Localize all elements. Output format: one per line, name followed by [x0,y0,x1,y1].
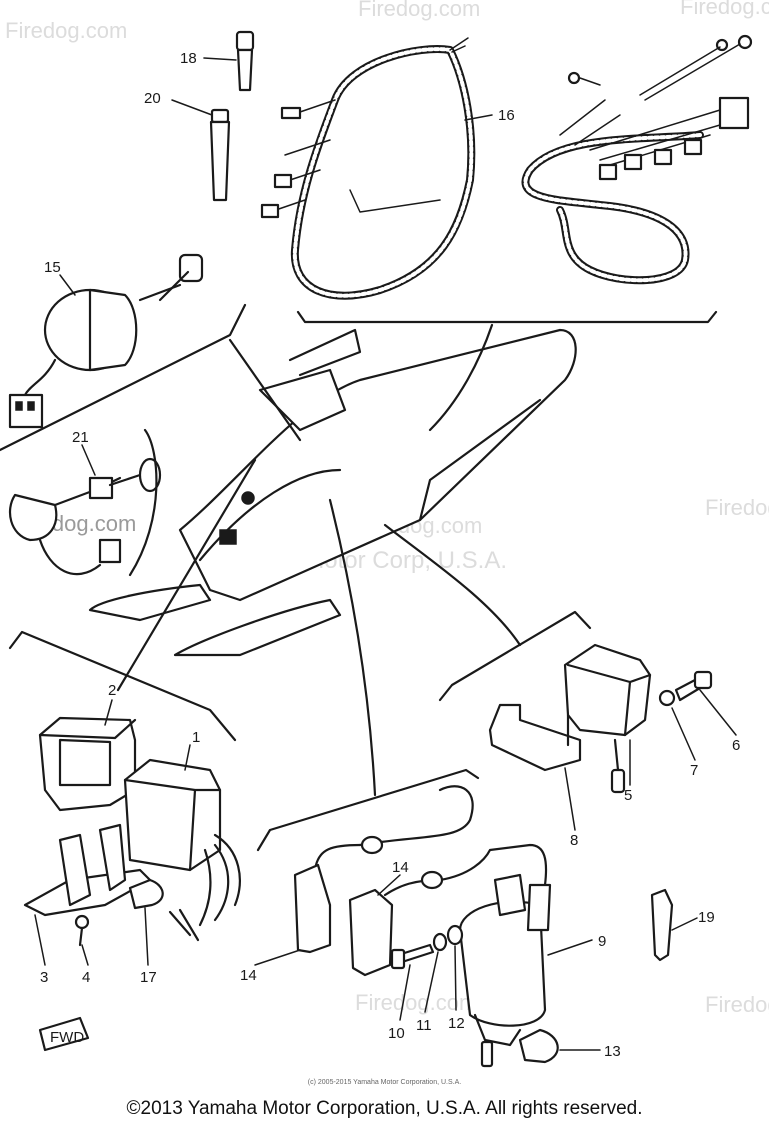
part-16-wire-harness [260,34,753,300]
group-line-switch [0,303,247,452]
callout-18: 18 [180,50,197,67]
snowmobile-body [88,328,577,657]
callout-8: 8 [570,832,578,849]
watermark-layer: Firedog.com Firedog.com Firedog.com Fire… [5,0,769,1017]
callout-7: 7 [690,762,698,779]
callout-numbers: 18 20 16 15 21 2 1 3 4 17 6 7 5 8 14 14 … [40,50,740,1060]
part-6-bolt [674,670,713,702]
part-19-strap [650,888,674,962]
callout-5: 5 [624,787,632,804]
watermark-site-mid-right: Firedog.com [705,495,769,520]
fwd-label: FWD [50,1029,84,1046]
callout-1: 1 [192,729,200,746]
group-line-regulator [438,610,592,702]
watermark-site-lower-right: Firedog.com [705,992,769,1017]
callout-15: 15 [44,259,61,276]
part-13-clamp [480,1028,559,1068]
part-8-regulator-bracket [488,703,582,772]
part-4-screw [74,914,90,947]
part-3-bracket [23,823,152,917]
callout-13: 13 [604,1043,621,1060]
callout-6: 6 [732,737,740,754]
part-18-tie-strap [235,30,255,92]
callout-19: 19 [698,909,715,926]
fwd-badge: FWD [38,1016,90,1052]
callout-2: 2 [108,682,116,699]
leader-harness [428,323,494,432]
watermark-site-lower-center: Firedog.com [355,990,477,1015]
leader-cdi [116,458,257,692]
part-14-plug-cap-left [293,843,362,954]
callout-20: 20 [144,90,161,107]
watermark-site-top-center: Firedog.com [358,0,480,21]
callout-14-left: 14 [240,967,257,984]
leader-switch [228,338,302,442]
part-21-stop-switch [8,428,162,577]
part-12-washer [446,924,464,946]
part-11-lock-washer [432,932,448,952]
callout-leaders [34,57,737,1051]
callout-10: 10 [388,1025,405,1042]
callout-9: 9 [598,933,606,950]
part-15-main-switch [8,253,204,429]
small-copyright-line: (c) 2005-2015 Yamaha Motor Corporation, … [307,1079,462,1086]
group-line-harness [296,310,718,324]
part-2-rectifier [38,716,137,812]
leader-ignition-coil [328,498,377,797]
part-20-strap [209,108,231,202]
callout-11: 11 [416,1017,432,1034]
callout-4: 4 [82,969,90,986]
watermark-site-top-right: Firedog.com [680,0,769,19]
callout-14-right: 14 [392,859,409,876]
part-17-clamp [128,878,164,910]
part-10-bolt [390,943,435,970]
group-line-cdi [8,630,237,742]
callout-12: 12 [448,1015,465,1032]
group-line-coil [256,768,480,852]
ht-leads [358,785,548,890]
copyright-footer: ©2013 Yamaha Motor Corporation, U.S.A. A… [126,1098,643,1119]
part-7-washer [658,689,676,707]
part-1-cdi-unit [123,758,241,942]
callout-17: 17 [140,969,157,986]
part-5-voltage-regulator [563,643,652,794]
watermark-site-top-left: Firedog.com [5,18,127,43]
callout-3: 3 [40,969,48,986]
part-9-ignition-coil [458,873,552,1047]
callout-16: 16 [498,107,515,124]
leader-regulator [383,523,522,647]
callout-21: 21 [72,429,89,446]
